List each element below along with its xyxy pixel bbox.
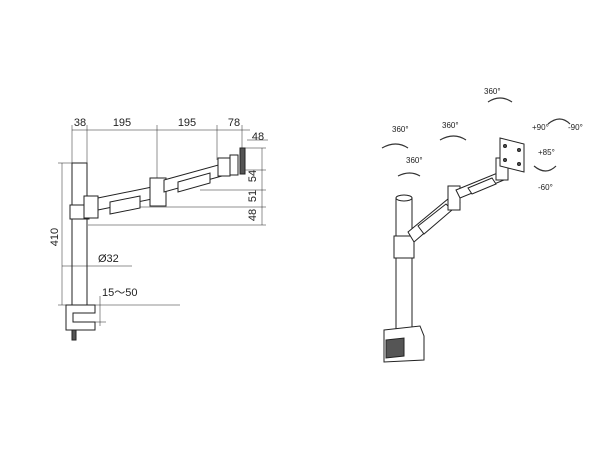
vesa-hole-4 [517, 162, 521, 166]
perspective-drawing: 360° 360° 360° 360° +90° -90° +85° -60° [381, 87, 583, 363]
tilt-plus-90-label: +90° [532, 123, 549, 132]
rotation-arrow-head [487, 97, 513, 103]
dim-48-top-label: 48 [252, 131, 264, 143]
dim-195-b-label: 195 [178, 117, 196, 129]
perspective-pole [395, 197, 413, 334]
dim-pole-diameter-label: Ø32 [98, 253, 119, 265]
dim-51-label: 51 [247, 190, 259, 202]
dim-48-side-label: 48 [247, 209, 259, 221]
clamp-screw [71, 329, 77, 341]
rotation-arrow-left [381, 143, 409, 149]
rot-360-pole-label: 360° [406, 156, 423, 165]
tilt-head [217, 157, 231, 177]
tilt-plus-85-label: +85° [538, 148, 555, 157]
perspective-pole-collar [393, 235, 415, 259]
arm-2-cover [177, 172, 211, 193]
vesa-bracket [229, 154, 239, 176]
perspective-vesa-plate [499, 137, 525, 173]
vesa-hole-2 [517, 148, 521, 152]
arm-1-cover [109, 195, 141, 215]
pole [71, 162, 88, 306]
rot-360-head-label: 360° [484, 87, 501, 96]
arm-joint-1 [149, 177, 167, 207]
vesa-hole-1 [503, 144, 507, 148]
rot-360-left-label: 360° [392, 125, 409, 134]
vesa-plate [239, 147, 246, 175]
dim-38-label: 38 [74, 117, 86, 129]
tilt-minus-90-label: -90° [568, 123, 583, 132]
tilt-arrow-top [547, 118, 571, 125]
clamp-opening [385, 337, 405, 359]
dim-clamp-range-label: 15～50 [102, 287, 137, 299]
technical-drawing: 38 195 195 78 48 54 51 48 410 Ø32 15～50 [49, 117, 268, 341]
tilt-minus-60-label: -60° [538, 183, 553, 192]
arm-pivot-base [83, 195, 99, 219]
dim-54-label: 54 [247, 170, 259, 182]
dim-410-label: 410 [49, 228, 61, 246]
rotation-arrow-mid [439, 135, 467, 141]
perspective-arm-2-cover [467, 177, 497, 195]
tilt-arrow-bottom [533, 165, 557, 172]
rot-360-mid-label: 360° [442, 121, 459, 130]
dim-78-label: 78 [228, 117, 240, 129]
pole-top-cap [395, 194, 413, 202]
dim-195-a-label: 195 [113, 117, 131, 129]
vesa-hole-3 [503, 158, 507, 162]
rotation-arrow-pole [397, 172, 421, 177]
desk-clamp [65, 304, 96, 331]
